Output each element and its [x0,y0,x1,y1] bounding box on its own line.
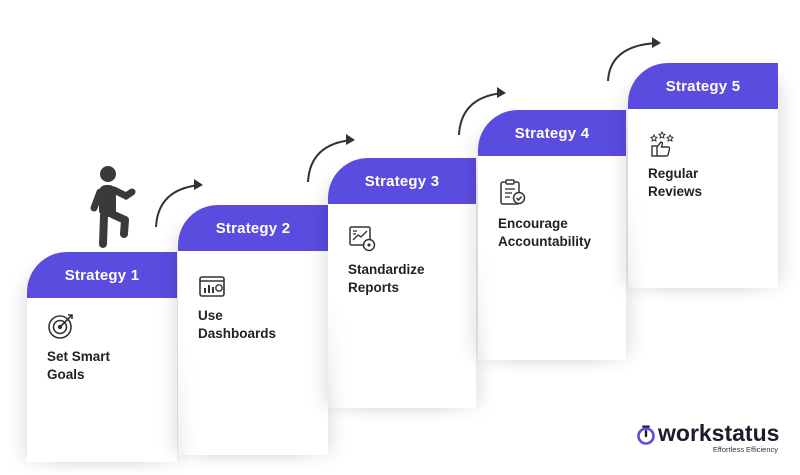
strategy-2-label-line-1: Use [198,308,223,323]
arrow-to-step-3 [307,134,355,183]
workstatus-logo: workstatus Effortless Efficiency [636,420,786,460]
strategy-5-label: Regular Reviews [648,165,768,201]
strategy-1-label-line-1: Set Smart [47,349,111,364]
strategy-step-3: Strategy 3 Standardize Reports [328,158,476,408]
strategy-4-title: Strategy 4 [478,110,626,156]
strategy-4-label-line-2: Accountability [498,234,592,249]
thumbs-up-stars-icon [649,130,675,157]
strategy-5-label-line-2: Reviews [648,184,703,199]
walking-person-icon [90,166,136,248]
strategy-step-5: Strategy 5 Regular Reviews [628,63,778,288]
strategy-3-label: Standardize Reports [348,261,466,297]
arrow-to-step-5 [607,37,661,82]
strategy-4-label: Encourage Accountability [498,215,616,251]
arrow-to-step-4 [458,87,506,136]
strategy-2-title: Strategy 2 [178,205,328,251]
report-chart-icon [349,226,376,252]
strategy-5-title: Strategy 5 [628,63,778,109]
stopwatch-logo-icon [637,425,655,445]
clipboard-check-icon [500,179,526,205]
strategy-5-label-line-1: Regular [648,166,699,181]
strategy-4-label-line-1: Encourage [498,216,568,231]
strategy-3-label-line-1: Standardize [348,262,425,277]
arrow-to-step-2 [155,179,203,228]
strategy-step-1: Strategy 1 Set Smart Goals [27,252,177,462]
strategy-1-label-line-2: Goals [47,367,85,382]
strategy-1-label: Set Smart Goals [47,348,167,384]
strategy-step-4: Strategy 4 Encourage Accountability [478,110,626,360]
strategy-2-label-line-2: Dashboards [198,326,277,341]
target-icon [48,314,73,339]
strategy-3-label-line-2: Reports [348,280,400,295]
logo-tagline: Effortless Efficiency [712,445,778,454]
dashboard-icon [199,276,225,297]
strategy-2-label: Use Dashboards [198,307,318,343]
strategy-step-2: Strategy 2 Use Dashboards [178,205,328,455]
strategy-1-title: Strategy 1 [27,252,177,298]
logo-brand-text: workstatus [658,420,780,446]
strategy-3-title: Strategy 3 [328,158,476,204]
